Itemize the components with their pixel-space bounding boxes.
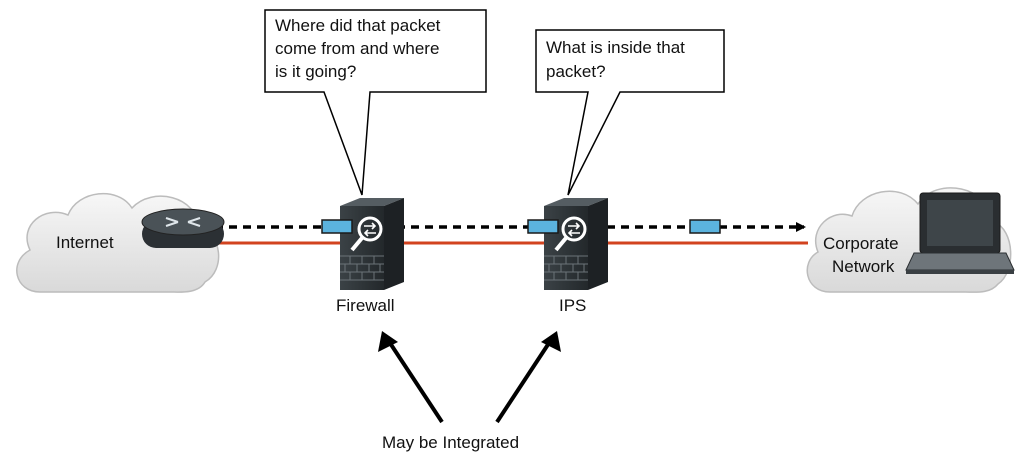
corporate-label-line-1: Corporate (823, 234, 899, 253)
may-be-integrated-caption: May be Integrated (382, 433, 519, 452)
packet-icon (321, 219, 353, 234)
firewall-callout: Where did that packet come from and wher… (264, 9, 487, 196)
ips-callout: What is inside that packet? (535, 29, 725, 196)
ips-icon (544, 198, 608, 290)
integration-arrow-left (378, 331, 444, 424)
router-icon (141, 208, 225, 248)
corporate-label-line-2: Network (832, 257, 895, 276)
ips-callout-line-1: What is inside that (546, 38, 685, 57)
ips-label: IPS (559, 296, 586, 315)
integration-arrow-right (495, 331, 561, 424)
packet-icon (527, 219, 559, 234)
firewall-label: Firewall (336, 296, 395, 315)
firewall-callout-line-1: Where did that packet (275, 16, 441, 35)
firewall-callout-line-2: come from and where (275, 39, 439, 58)
internet-label: Internet (56, 233, 114, 252)
laptop-icon (905, 192, 1015, 274)
firewall-icon (340, 198, 404, 290)
packet-icon (689, 219, 721, 234)
firewall-callout-line-3: is it going? (275, 62, 356, 81)
ips-callout-line-2: packet? (546, 62, 606, 81)
